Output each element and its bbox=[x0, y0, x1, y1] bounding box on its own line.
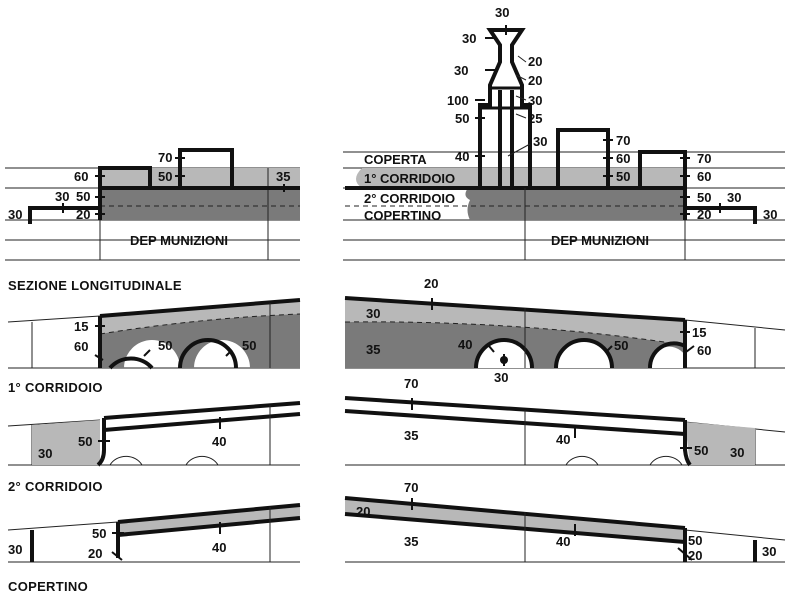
dim-top-25: 25 bbox=[528, 111, 542, 126]
dim-s1r-20: 20 bbox=[424, 276, 438, 291]
dim-top-30d: 30 bbox=[528, 93, 542, 108]
dim-s2-50: 50 bbox=[78, 434, 92, 449]
dim-top-20: 20 bbox=[528, 54, 542, 69]
dim-s3r-40: 40 bbox=[556, 534, 570, 549]
dim-s1-15: 15 bbox=[74, 319, 88, 334]
dim-s2r-70: 70 bbox=[404, 376, 418, 391]
dim-30b: 30 bbox=[8, 207, 22, 222]
dim-s2-40: 40 bbox=[212, 434, 226, 449]
dim-top-50: 50 bbox=[455, 111, 469, 126]
dim-top-40: 40 bbox=[455, 149, 469, 164]
dim-s2r-40: 40 bbox=[556, 432, 570, 447]
dim-s2r-50: 50 bbox=[694, 443, 708, 458]
dim-s2r-30: 30 bbox=[730, 445, 744, 460]
dim-s1r-30b: 30 bbox=[494, 370, 508, 385]
dim-rt-70b: 70 bbox=[697, 151, 711, 166]
dim-top-20b: 20 bbox=[528, 73, 542, 88]
dim-s2-30: 30 bbox=[38, 446, 52, 461]
section-2-corridoio: 50 30 20 40 70 20 35 40 50 20 30 bbox=[7, 480, 786, 563]
dim-rt-50b: 50 bbox=[697, 190, 711, 205]
dim-s1r-35: 35 bbox=[366, 342, 380, 357]
title-1-corridoio: 1° CORRIDOIO bbox=[8, 380, 103, 395]
dim-rt-70: 70 bbox=[616, 133, 630, 148]
dim-70: 70 bbox=[158, 150, 172, 165]
dim-35: 35 bbox=[276, 169, 290, 184]
corridoio-fill-left bbox=[100, 188, 300, 220]
dim-top-100: 100 bbox=[447, 93, 469, 108]
title-sezione-longitudinale: SEZIONE LONGITUDINALE bbox=[8, 278, 182, 293]
dim-s3r-30: 30 bbox=[762, 544, 776, 559]
dim-top-30e: 30 bbox=[533, 134, 547, 149]
dim-rt-20: 20 bbox=[697, 207, 711, 222]
dim-s1r-40: 40 bbox=[458, 337, 472, 352]
dim-s3r-70: 70 bbox=[404, 480, 418, 495]
dim-60: 60 bbox=[74, 169, 88, 184]
label-dep-munizioni-left: DEP MUNIZIONI bbox=[130, 233, 228, 248]
dim-rt-30b: 30 bbox=[763, 207, 777, 222]
dim-s1-50b: 50 bbox=[242, 338, 256, 353]
dim-30: 30 bbox=[55, 189, 69, 204]
dim-rt-60: 60 bbox=[616, 151, 630, 166]
section-coperta: 15 60 50 50 20 30 35 40 30 50 15 60 bbox=[7, 276, 786, 385]
label-copertino: COPERTINO bbox=[364, 208, 441, 223]
dim-s3-50: 50 bbox=[92, 526, 106, 541]
dim-s1-50a: 50 bbox=[158, 338, 172, 353]
dim-s1r-60: 60 bbox=[697, 343, 711, 358]
dim-top-30c: 30 bbox=[454, 63, 468, 78]
dim-s3r-20: 20 bbox=[356, 504, 370, 519]
dim-rt-30: 30 bbox=[727, 190, 741, 205]
longitudinal-elevation: 60 30 50 20 30 70 50 35 30 30 20 30 20 1… bbox=[5, 5, 785, 261]
coperta-fill-right bbox=[356, 168, 685, 188]
dim-s3r-20b: 20 bbox=[688, 548, 702, 563]
title-copertino: COPERTINO bbox=[8, 579, 88, 594]
dim-rt-50: 50 bbox=[616, 169, 630, 184]
dim-s1r-50: 50 bbox=[614, 338, 628, 353]
dim-s3-20: 20 bbox=[88, 546, 102, 561]
dim-s1-60: 60 bbox=[74, 339, 88, 354]
title-2-corridoio: 2° CORRIDOIO bbox=[8, 479, 103, 494]
dim-50b: 50 bbox=[158, 169, 172, 184]
dim-s3-30: 30 bbox=[8, 542, 22, 557]
dim-s3r-35: 35 bbox=[404, 534, 418, 549]
section-1-corridoio: 50 30 40 70 35 40 50 30 bbox=[7, 376, 786, 467]
dim-20: 20 bbox=[76, 207, 90, 222]
dim-s3-40: 40 bbox=[212, 540, 226, 555]
coperta-fill-left bbox=[100, 168, 300, 188]
corridoio-fill-right bbox=[345, 188, 685, 220]
dim-s3r-50: 50 bbox=[688, 533, 702, 548]
label-1-corridoio: 1° CORRIDOIO bbox=[364, 171, 455, 186]
dim-top-30: 30 bbox=[495, 5, 509, 20]
dim-s2r-35: 35 bbox=[404, 428, 418, 443]
dim-s1r-30: 30 bbox=[366, 306, 380, 321]
dim-rt-60b: 60 bbox=[697, 169, 711, 184]
label-2-corridoio: 2° CORRIDOIO bbox=[364, 191, 455, 206]
dim-50: 50 bbox=[76, 189, 90, 204]
dim-s1r-15: 15 bbox=[692, 325, 706, 340]
dim-top-30b: 30 bbox=[462, 31, 476, 46]
label-dep-munizioni-right: DEP MUNIZIONI bbox=[551, 233, 649, 248]
label-coperta: COPERTA bbox=[364, 152, 427, 167]
